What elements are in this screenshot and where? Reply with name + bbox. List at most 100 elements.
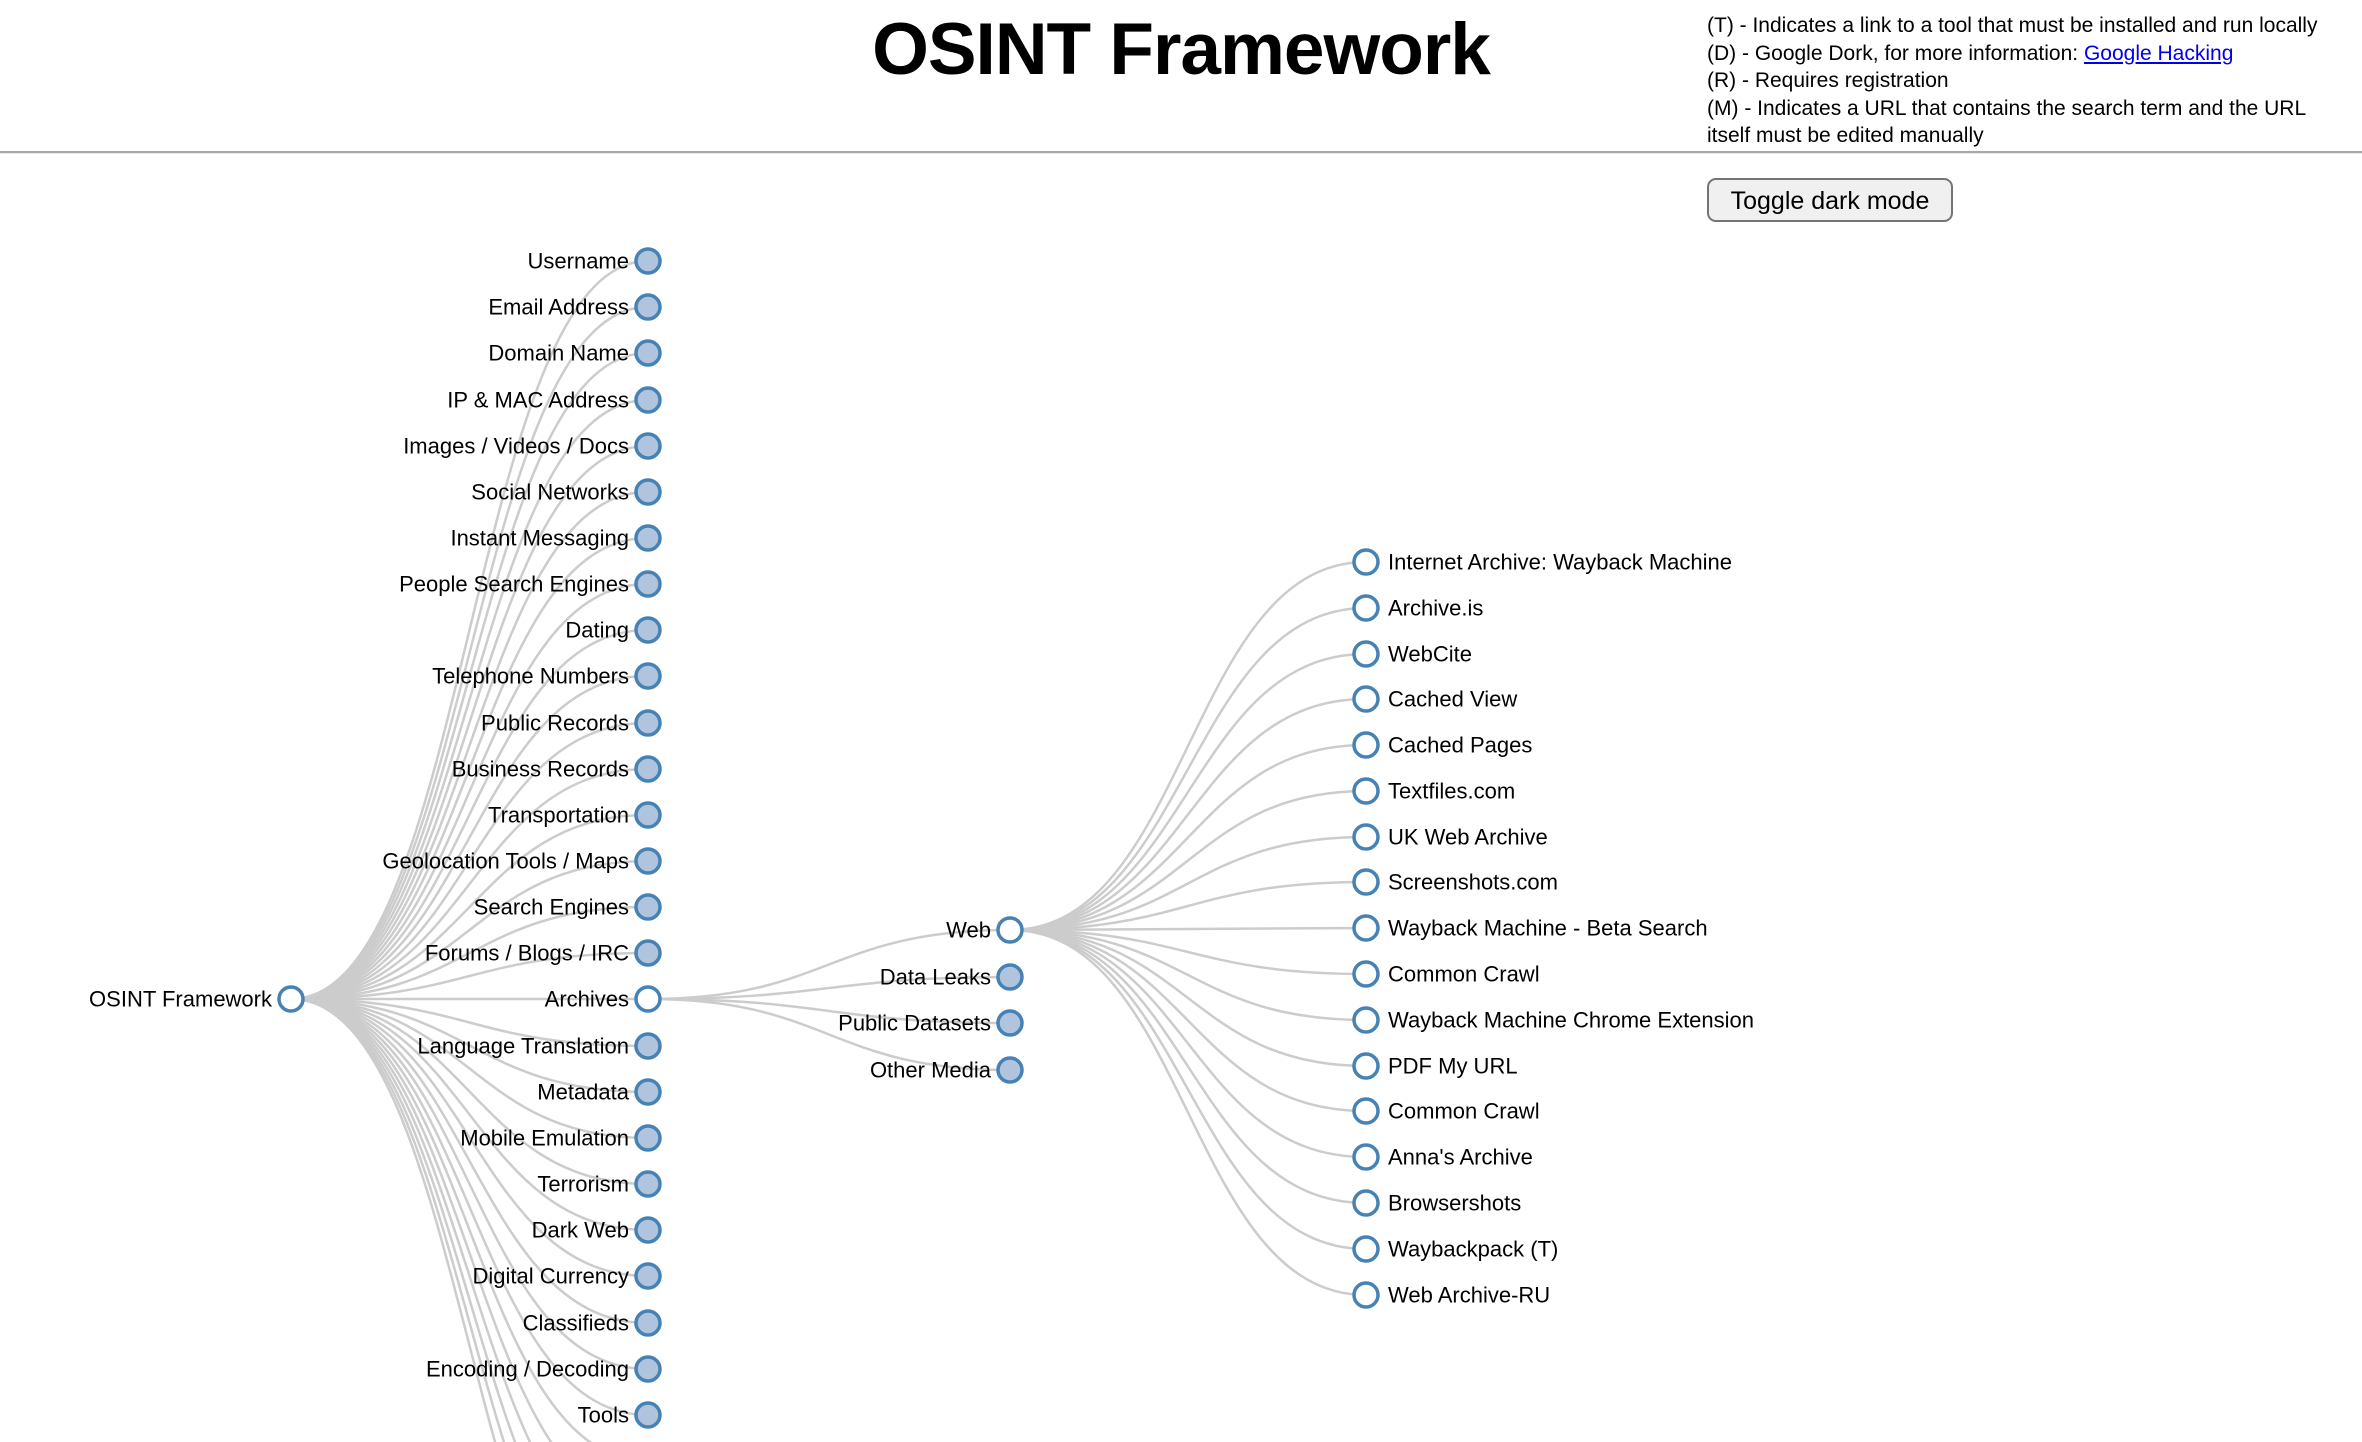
tree-node-label[interactable]: Dark Web bbox=[532, 1217, 629, 1242]
tree-node-label[interactable]: Public Datasets bbox=[838, 1010, 991, 1035]
google-hacking-link[interactable]: Google Hacking bbox=[2083, 41, 2234, 65]
tree-node-label[interactable]: Archives bbox=[545, 986, 629, 1011]
tree-node-circle[interactable] bbox=[634, 478, 662, 506]
tree-node-label[interactable]: Anna's Archive bbox=[1388, 1144, 1533, 1169]
tree-node-circle[interactable] bbox=[634, 939, 662, 967]
toggle-dark-mode-button[interactable]: Toggle dark mode bbox=[1707, 178, 1953, 222]
tree-node-label[interactable]: Waybackpack (T) bbox=[1388, 1236, 1558, 1261]
tree-node-circle[interactable] bbox=[634, 662, 662, 690]
tree-node-circle[interactable] bbox=[996, 1009, 1024, 1037]
tree-node-label[interactable]: Common Crawl bbox=[1388, 1098, 1540, 1123]
tree-node-circle[interactable] bbox=[1352, 777, 1380, 805]
tree-node-circle[interactable] bbox=[1352, 1235, 1380, 1263]
tree-node-circle[interactable] bbox=[1352, 914, 1380, 942]
tree-node-circle[interactable] bbox=[996, 1056, 1024, 1084]
tree-node-circle[interactable] bbox=[634, 847, 662, 875]
tree-node-circle[interactable] bbox=[1352, 1281, 1380, 1309]
tree-node-circle[interactable] bbox=[1352, 1097, 1380, 1125]
tree-node-label[interactable]: PDF My URL bbox=[1388, 1053, 1518, 1078]
tree-node-circle[interactable] bbox=[1352, 594, 1380, 622]
tree-node-label[interactable]: Classifieds bbox=[523, 1310, 629, 1335]
tree-node-circle[interactable] bbox=[634, 570, 662, 598]
tree-node-label[interactable]: Domain Name bbox=[488, 340, 629, 365]
tree-node-circle[interactable] bbox=[634, 293, 662, 321]
tree-node-circle[interactable] bbox=[1352, 640, 1380, 668]
tree-node-label[interactable]: Internet Archive: Wayback Machine bbox=[1388, 549, 1732, 574]
tree-node-label[interactable]: Metadata bbox=[537, 1079, 629, 1104]
tree-node-circle[interactable] bbox=[634, 524, 662, 552]
tree-node-circle[interactable] bbox=[634, 1170, 662, 1198]
tree-node-circle[interactable] bbox=[634, 1309, 662, 1337]
tree-node-circle[interactable] bbox=[634, 709, 662, 737]
tree-node-label[interactable]: Other Media bbox=[870, 1057, 992, 1082]
tree-node-circle[interactable] bbox=[1352, 685, 1380, 713]
tree-node-circle[interactable] bbox=[634, 1262, 662, 1290]
tree-node-label[interactable]: Digital Currency bbox=[473, 1263, 630, 1288]
tree-node-circle[interactable] bbox=[634, 1216, 662, 1244]
tree-node-label[interactable]: Mobile Emulation bbox=[460, 1125, 629, 1150]
tree-node-label[interactable]: Username bbox=[528, 248, 629, 273]
tree-node-label[interactable]: Common Crawl bbox=[1388, 961, 1540, 986]
tree-node-circle[interactable] bbox=[634, 386, 662, 414]
tree-node-label[interactable]: Cached View bbox=[1388, 686, 1517, 711]
tree-node-circle[interactable] bbox=[1352, 731, 1380, 759]
tree-node-label[interactable]: Language Translation bbox=[417, 1033, 629, 1058]
tree-node-label[interactable]: Email Address bbox=[488, 294, 629, 319]
tree-node-circle[interactable] bbox=[1352, 1143, 1380, 1171]
tree-node-circle[interactable] bbox=[634, 985, 662, 1013]
tree-node-circle[interactable] bbox=[996, 963, 1024, 991]
tree-node-circle[interactable] bbox=[634, 247, 662, 275]
tree-node-circle[interactable] bbox=[634, 616, 662, 644]
tree-node-label[interactable]: WebCite bbox=[1388, 641, 1472, 666]
tree-node-circle[interactable] bbox=[1352, 823, 1380, 851]
tree-node-label[interactable]: Forums / Blogs / IRC bbox=[425, 940, 629, 965]
tree-node-label[interactable]: Social Networks bbox=[471, 479, 629, 504]
tree-node-circle[interactable] bbox=[1352, 960, 1380, 988]
tree-node-circle[interactable] bbox=[634, 801, 662, 829]
tree-node-label[interactable]: Archive.is bbox=[1388, 595, 1483, 620]
tree-link bbox=[290, 490, 649, 1001]
tree-node-circle[interactable] bbox=[634, 432, 662, 460]
tree-node-label[interactable]: People Search Engines bbox=[399, 571, 629, 596]
tree-node-label[interactable]: Geolocation Tools / Maps bbox=[382, 848, 629, 873]
tree-node-label[interactable]: Images / Videos / Docs bbox=[403, 433, 629, 458]
tree-node-label[interactable]: Encoding / Decoding bbox=[426, 1356, 629, 1381]
tree-node-circle[interactable] bbox=[634, 1124, 662, 1152]
tree-node-label[interactable]: OSINT Framework bbox=[89, 986, 273, 1011]
tree-node-label[interactable]: Instant Messaging bbox=[450, 525, 629, 550]
tree-node-label[interactable]: Wayback Machine - Beta Search bbox=[1388, 915, 1708, 940]
tree-node-label[interactable]: Web bbox=[946, 917, 991, 942]
tree-node-label[interactable]: IP & MAC Address bbox=[447, 387, 629, 412]
tree-node-label[interactable]: Textfiles.com bbox=[1388, 778, 1515, 803]
tree-node-circle[interactable] bbox=[634, 893, 662, 921]
tree-node-circle[interactable] bbox=[634, 1078, 662, 1106]
tree-node-circle[interactable] bbox=[634, 1032, 662, 1060]
tree-node-label[interactable]: Wayback Machine Chrome Extension bbox=[1388, 1007, 1754, 1032]
tree-node-circle[interactable] bbox=[1352, 548, 1380, 576]
tree-node-label[interactable]: Public Records bbox=[481, 710, 629, 735]
tree-node-label[interactable]: Transportation bbox=[488, 802, 629, 827]
tree-node-label[interactable]: Data Leaks bbox=[880, 964, 991, 989]
tree-node-label[interactable]: Dating bbox=[565, 617, 629, 642]
tree-node-label[interactable]: Search Engines bbox=[474, 894, 629, 919]
tree-node-label[interactable]: UK Web Archive bbox=[1388, 824, 1548, 849]
tree-link bbox=[290, 997, 649, 1325]
tree-node-circle[interactable] bbox=[634, 1401, 662, 1429]
tree-node-label[interactable]: Terrorism bbox=[537, 1171, 629, 1196]
tree-node-label[interactable]: Business Records bbox=[452, 756, 629, 781]
tree-node-label[interactable]: Browsershots bbox=[1388, 1190, 1521, 1215]
tree-node-circle[interactable] bbox=[1352, 868, 1380, 896]
tree-node-circle[interactable] bbox=[1352, 1006, 1380, 1034]
tree-node-circle[interactable] bbox=[634, 755, 662, 783]
tree-node-circle[interactable] bbox=[634, 339, 662, 367]
tree-node-circle[interactable] bbox=[634, 1355, 662, 1383]
tree-node-circle[interactable] bbox=[1352, 1189, 1380, 1217]
tree-node-label[interactable]: Tools bbox=[578, 1402, 629, 1427]
tree-node-label[interactable]: Web Archive-RU bbox=[1388, 1282, 1550, 1307]
tree-node-label[interactable]: Cached Pages bbox=[1388, 732, 1532, 757]
tree-node-circle[interactable] bbox=[996, 916, 1024, 944]
tree-node-circle[interactable] bbox=[1352, 1052, 1380, 1080]
tree-node-label[interactable]: Screenshots.com bbox=[1388, 869, 1558, 894]
tree-node-label[interactable]: Telephone Numbers bbox=[432, 663, 629, 688]
tree-node-circle[interactable] bbox=[277, 985, 305, 1013]
